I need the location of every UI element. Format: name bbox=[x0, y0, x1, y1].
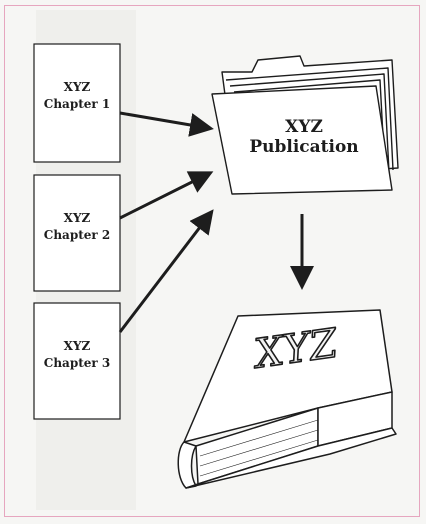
chapter-2-line2: Chapter 2 bbox=[44, 228, 110, 242]
arrow-chapter-2 bbox=[119, 171, 214, 220]
chapter-2-line1: XYZ bbox=[64, 211, 91, 225]
page-border bbox=[4, 5, 420, 517]
folder-line1: XYZ bbox=[285, 117, 323, 137]
chapter-3-line1: XYZ bbox=[64, 339, 91, 353]
book-icon: XYZ bbox=[177, 309, 397, 489]
chapter-1-line2: Chapter 1 bbox=[44, 97, 110, 111]
arrow-chapter-1 bbox=[119, 111, 214, 137]
publication-folder-icon: XYZ Publication bbox=[211, 55, 399, 195]
arrow-chapter-3 bbox=[118, 209, 214, 333]
chapter-1-line1: XYZ bbox=[64, 80, 91, 94]
folder-line2: Publication bbox=[249, 137, 358, 157]
chapter-3-line2: Chapter 3 bbox=[44, 356, 110, 370]
chapter-2-page: XYZ Chapter 2 bbox=[33, 174, 121, 292]
chapter-3-page: XYZ Chapter 3 bbox=[33, 302, 121, 420]
chapter-1-page: XYZ Chapter 1 bbox=[33, 43, 121, 163]
